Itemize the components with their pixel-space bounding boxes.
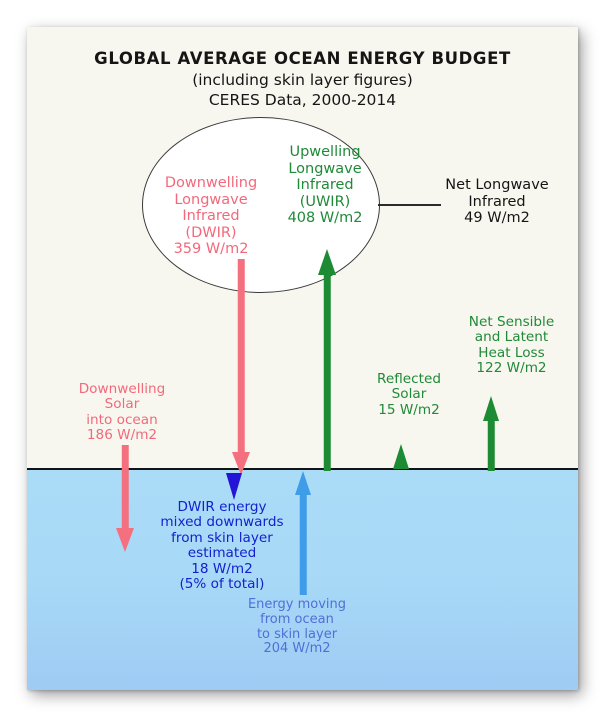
uwir-arrow-head	[318, 249, 336, 275]
downwelling-solar-arrow	[116, 445, 134, 555]
uwir-label-line4: (UWIR)	[299, 193, 351, 210]
dwir-mixed-label-value: 18 W/m2	[191, 560, 253, 577]
energy-moving-label-line3: to skin layer	[256, 626, 338, 642]
ocean-surface-line	[27, 468, 578, 470]
uwir-label-value: 408 W/m2	[287, 210, 363, 227]
net-sensible-latent-label-value: 122 W/m2	[476, 360, 547, 377]
net-sensible-latent-label-line1: Net Sensible	[468, 314, 555, 330]
net-sensible-latent-label: Net Sensible and Latent Heat Loss 122 W/…	[449, 314, 574, 377]
net-longwave-label-value: 49 W/m2	[464, 210, 530, 227]
uwir-label: Upwelling Longwave Infrared (UWIR) 408 W…	[270, 144, 380, 227]
dwir-mixed-down-arrow	[225, 473, 243, 503]
title-block: GLOBAL AVERAGE OCEAN ENERGY BUDGET (incl…	[27, 49, 578, 109]
skin-layer-ellipse	[142, 117, 380, 293]
dwir-mixed-label: DWIR energy mixed downwards from skin la…	[142, 499, 302, 593]
uwir-arrow-shaft	[323, 273, 331, 471]
page-title: GLOBAL AVERAGE OCEAN ENERGY BUDGET	[94, 49, 511, 68]
dwir-label-line1: Downwelling	[164, 175, 258, 191]
uwir-label-line3: Infrared	[296, 177, 354, 194]
downwelling-solar-arrow-shaft	[121, 445, 129, 532]
dwir-label-line2: Longwave	[174, 191, 248, 208]
dwir-mixed-arrow-head	[226, 473, 242, 500]
dwir-arrow-shaft	[237, 259, 245, 457]
energy-moving-up-arrow	[294, 471, 312, 595]
downwelling-solar-label-line3: into ocean	[86, 411, 158, 428]
uwir-up-arrow	[318, 249, 336, 471]
dwir-arrow-head	[232, 452, 250, 475]
downwelling-solar-label: Downwelling Solar into ocean 186 W/m2	[57, 381, 187, 444]
reflected-solar-label: Reflected Solar 15 W/m2	[357, 371, 461, 418]
net-sensible-latent-label-line2: and Latent	[474, 329, 549, 346]
dwir-mixed-label-line3: from skin layer	[171, 529, 273, 546]
net-longwave-leader-line	[378, 204, 441, 206]
net-sensible-latent-arrow-head	[483, 396, 499, 421]
reflected-solar-arrow-head	[393, 444, 409, 469]
dwir-label-value: 359 W/m2	[173, 241, 249, 258]
downwelling-solar-label-line2: Solar	[104, 396, 140, 413]
net-longwave-label-line2: Infrared	[468, 193, 526, 210]
energy-moving-label-line2: from ocean	[260, 611, 334, 627]
reflected-solar-label-value: 15 W/m2	[378, 401, 440, 418]
diagram-card: GLOBAL AVERAGE OCEAN ENERGY BUDGET (incl…	[27, 27, 578, 690]
title-subtitle: (including skin layer figures)	[192, 71, 413, 89]
energy-moving-arrow-head	[295, 471, 311, 495]
energy-moving-arrow-shaft	[299, 493, 307, 595]
dwir-mixed-label-percent: (5% of total)	[179, 576, 265, 593]
dwir-label-line3: Infrared	[182, 208, 240, 225]
uwir-label-line2: Longwave	[288, 160, 362, 177]
net-sensible-latent-arrow	[482, 396, 500, 471]
title-source: CERES Data, 2000-2014	[208, 91, 397, 109]
reflected-solar-arrow	[392, 444, 410, 470]
downwelling-solar-arrow-head	[116, 528, 134, 552]
net-longwave-label-line1: Net Longwave	[445, 177, 549, 193]
dwir-label: Downwelling Longwave Infrared (DWIR) 359…	[151, 175, 271, 258]
dwir-down-arrow	[232, 259, 250, 475]
dwir-label-line4: (DWIR)	[185, 224, 237, 241]
dwir-mixed-label-line4: estimated	[187, 545, 257, 562]
net-longwave-label: Net Longwave Infrared 49 W/m2	[427, 177, 567, 227]
reflected-solar-label-line1: Reflected	[377, 371, 441, 387]
net-sensible-latent-label-line3: Heat Loss	[478, 344, 545, 361]
downwelling-solar-label-value: 186 W/m2	[86, 427, 158, 444]
energy-moving-label-line1: Energy moving	[247, 597, 347, 612]
energy-moving-label: Energy moving from ocean to skin layer 2…	[227, 597, 367, 657]
downwelling-solar-label-line1: Downwelling	[78, 381, 166, 397]
dwir-mixed-label-line1: DWIR energy	[177, 499, 267, 515]
net-sensible-latent-arrow-shaft	[487, 418, 495, 471]
energy-moving-label-value: 204 W/m2	[263, 641, 331, 657]
dwir-mixed-label-line2: mixed downwards	[160, 514, 284, 531]
reflected-solar-label-line2: Solar	[391, 386, 427, 403]
uwir-label-line1: Upwelling	[289, 144, 361, 160]
